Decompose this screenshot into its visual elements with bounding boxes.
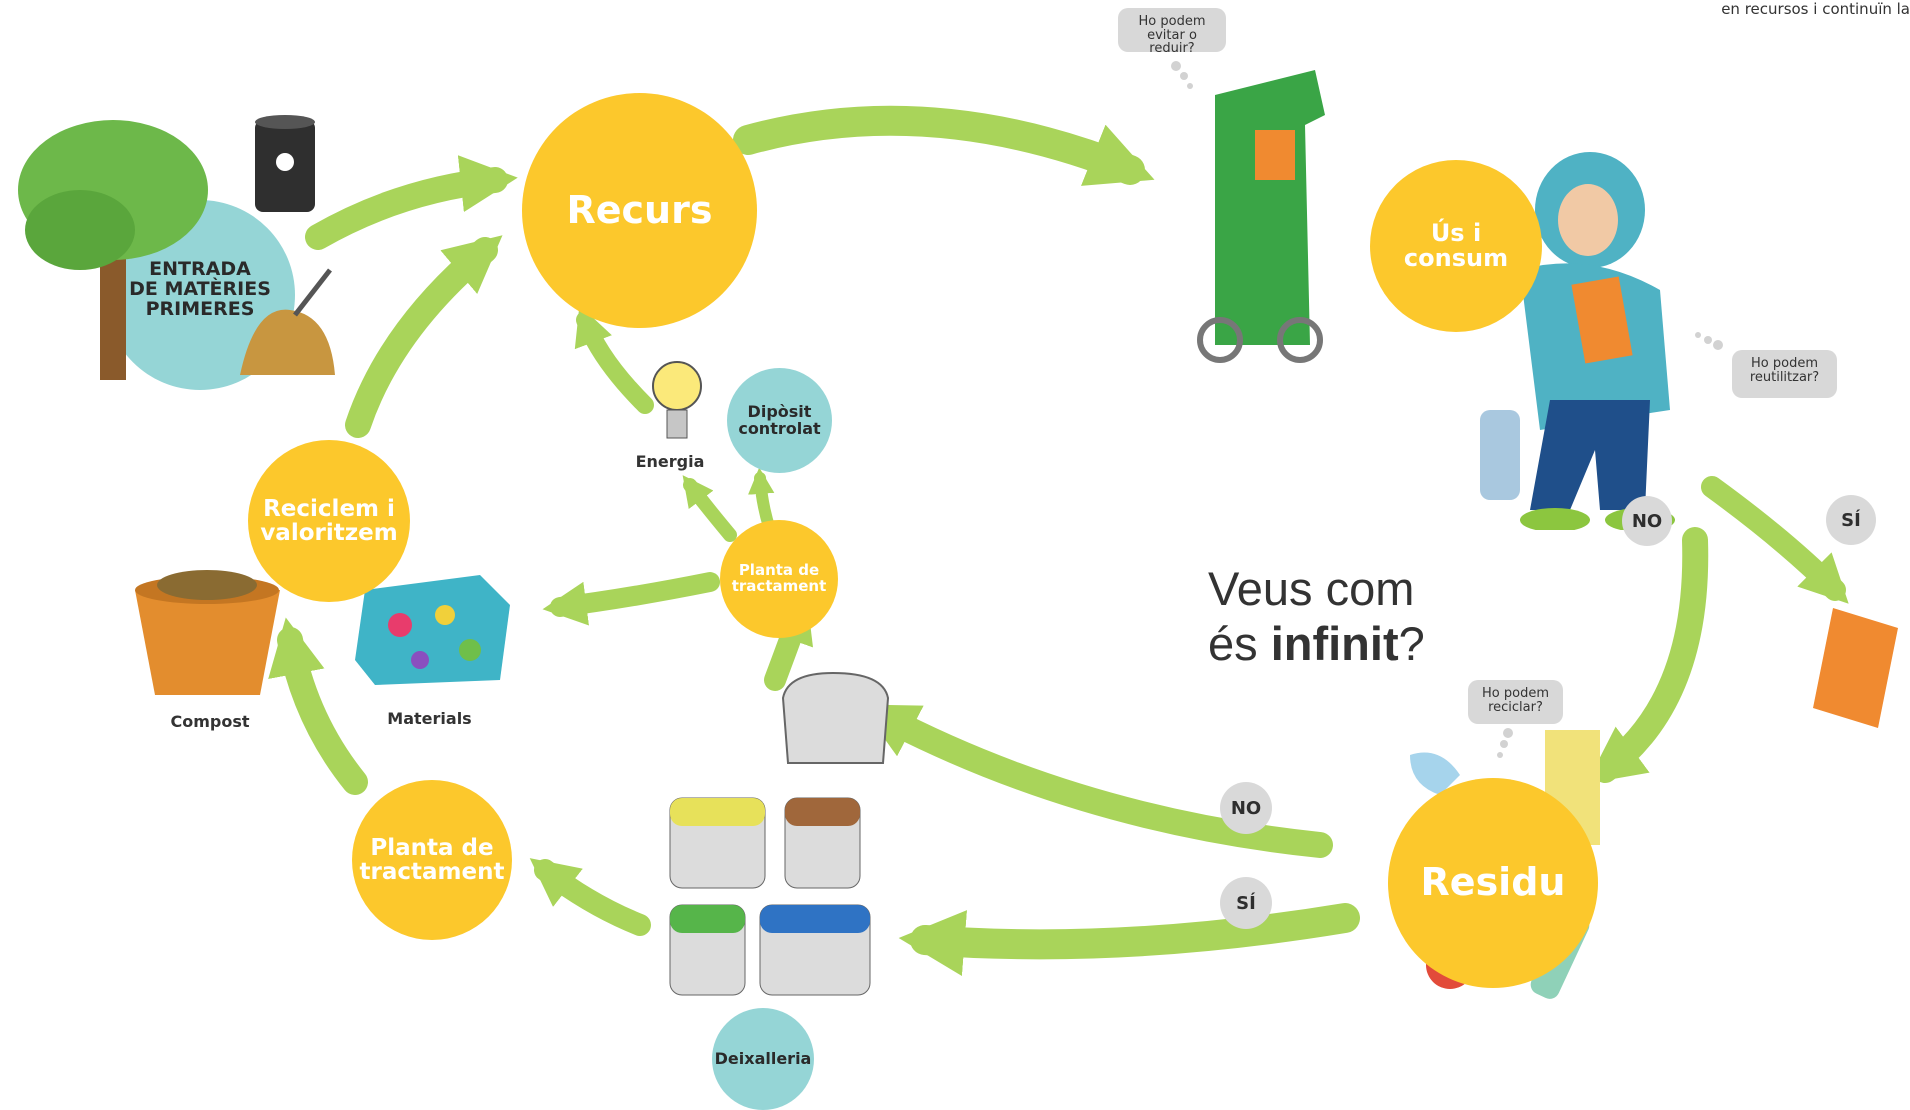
node-residu: Residu bbox=[1388, 778, 1598, 988]
arrow-reciclem-recurs bbox=[345, 235, 503, 438]
arrow-planta-reciclem bbox=[268, 617, 368, 795]
arrow-residu-deixalleria bbox=[898, 903, 1360, 976]
recycled-materials-bale-icon bbox=[355, 575, 510, 685]
arrow-planta-energia bbox=[682, 475, 737, 542]
arrow-deixalleria-planta bbox=[529, 858, 651, 936]
label-materials: Materials bbox=[387, 709, 472, 728]
label-compost: Compost bbox=[170, 712, 250, 731]
arrow-recurs-trolley bbox=[733, 105, 1155, 186]
node-us-i-consum: Ús i consum bbox=[1370, 160, 1542, 332]
node-reciclem-i-valoritzem: Reciclem i valoritzem bbox=[248, 440, 410, 602]
bubble-reciclar: Ho podem reciclar? bbox=[1468, 680, 1563, 724]
arrow-planta-materials bbox=[542, 572, 720, 626]
node-deixalleria: Deixalleria bbox=[712, 1008, 814, 1110]
bubble-evitar-o-reduir: Ho podem evitar o reduir? bbox=[1118, 8, 1226, 56]
soil-shovel-icon bbox=[240, 268, 335, 375]
lightbulb-icon bbox=[652, 361, 702, 439]
badge-no-top: NO bbox=[1622, 496, 1672, 546]
node-planta-tractament-top: Planta de tractament bbox=[720, 520, 838, 638]
headline-line1: Veus com bbox=[1208, 562, 1415, 615]
bubble-reutilitzar: Ho podem reutilitzar? bbox=[1732, 350, 1837, 398]
badge-no-bottom: NO bbox=[1220, 782, 1272, 834]
top-note: en recursos i continuïn la bbox=[1721, 0, 1910, 18]
arrow-residu-container bbox=[859, 702, 1333, 858]
recycling-containers-icon bbox=[669, 797, 871, 996]
shopping-trolley-icon bbox=[1197, 70, 1325, 363]
person-reading-icon bbox=[1480, 152, 1675, 530]
badge-si-bottom: SÍ bbox=[1220, 877, 1272, 929]
grey-container-icon bbox=[781, 671, 890, 764]
book-icon bbox=[1813, 608, 1898, 728]
arrow-energia-recurs bbox=[574, 305, 654, 414]
headline: Veus com és infinit? bbox=[1208, 562, 1425, 672]
tree-icon bbox=[18, 120, 295, 390]
headline-emphasis: infinit bbox=[1270, 616, 1399, 670]
arrow-consum-residu bbox=[1586, 527, 1709, 784]
node-planta-tractament-bottom: Planta de tractament bbox=[352, 780, 512, 940]
node-recurs: Recurs bbox=[522, 93, 757, 328]
node-entrada-materies-primeres: ENTRADA DE MATÈRIES PRIMERES bbox=[129, 258, 271, 320]
compost-bin-icon bbox=[135, 570, 280, 695]
oil-barrel-icon bbox=[255, 115, 315, 212]
node-diposit-controlat: Dipòsit controlat bbox=[727, 368, 832, 473]
badge-si-top: SÍ bbox=[1826, 495, 1876, 545]
headline-line2: és infinit? bbox=[1208, 616, 1425, 670]
arrow-entrada-recurs bbox=[305, 155, 518, 250]
arrow-consum-book bbox=[1701, 476, 1849, 604]
label-energia: Energia bbox=[635, 452, 705, 471]
